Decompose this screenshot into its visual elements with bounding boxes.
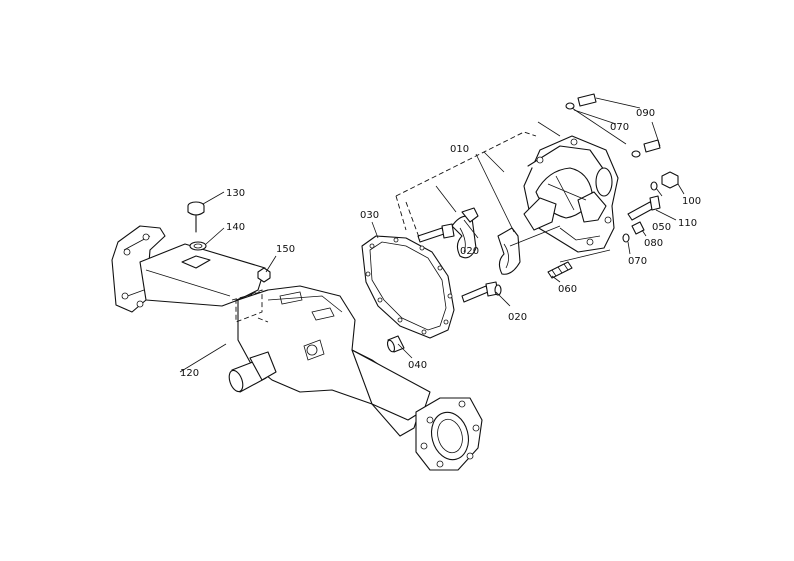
label-110: 110 [678,218,697,229]
drain-plug [235,267,271,323]
label-010: 010 [450,144,469,155]
bearing-cap-upper [451,207,479,259]
label-030: 030 [360,210,379,221]
dipstick-plug [187,201,205,233]
bearing-cap-lower [497,227,521,275]
washer-080 [631,221,645,235]
washer-050 [650,181,658,191]
label-140: 140 [226,222,245,233]
label-150: 150 [276,244,295,255]
cap-bolts [417,223,502,303]
label-070-lower: 070 [628,256,647,267]
bolt-090-upper [565,93,597,110]
label-080: 080 [644,238,663,249]
part-number-labels: 010 020 020 030 040 050 060 070 070 080 … [180,108,701,379]
label-070-upper: 070 [610,122,629,133]
stud-060 [547,261,573,279]
label-020-upper: 020 [460,246,479,257]
leader-lines [179,97,685,373]
assembly-lines [395,107,627,263]
label-120: 120 [180,368,199,379]
washer-070-lower [622,233,630,243]
sealing-washer [189,241,207,251]
label-050: 050 [652,222,671,233]
label-020-lower: 020 [508,312,527,323]
nut-100 [661,171,679,189]
label-090: 090 [636,108,655,119]
dowel-pin [386,335,405,353]
axle-housing [111,225,483,471]
label-040: 040 [408,360,427,371]
label-060: 060 [558,284,577,295]
bolt-110 [627,195,661,221]
label-130: 130 [226,188,245,199]
gasket [361,235,455,339]
bolt-090-lower [631,139,661,158]
differential-carrier [523,135,619,253]
label-100: 100 [682,196,701,207]
